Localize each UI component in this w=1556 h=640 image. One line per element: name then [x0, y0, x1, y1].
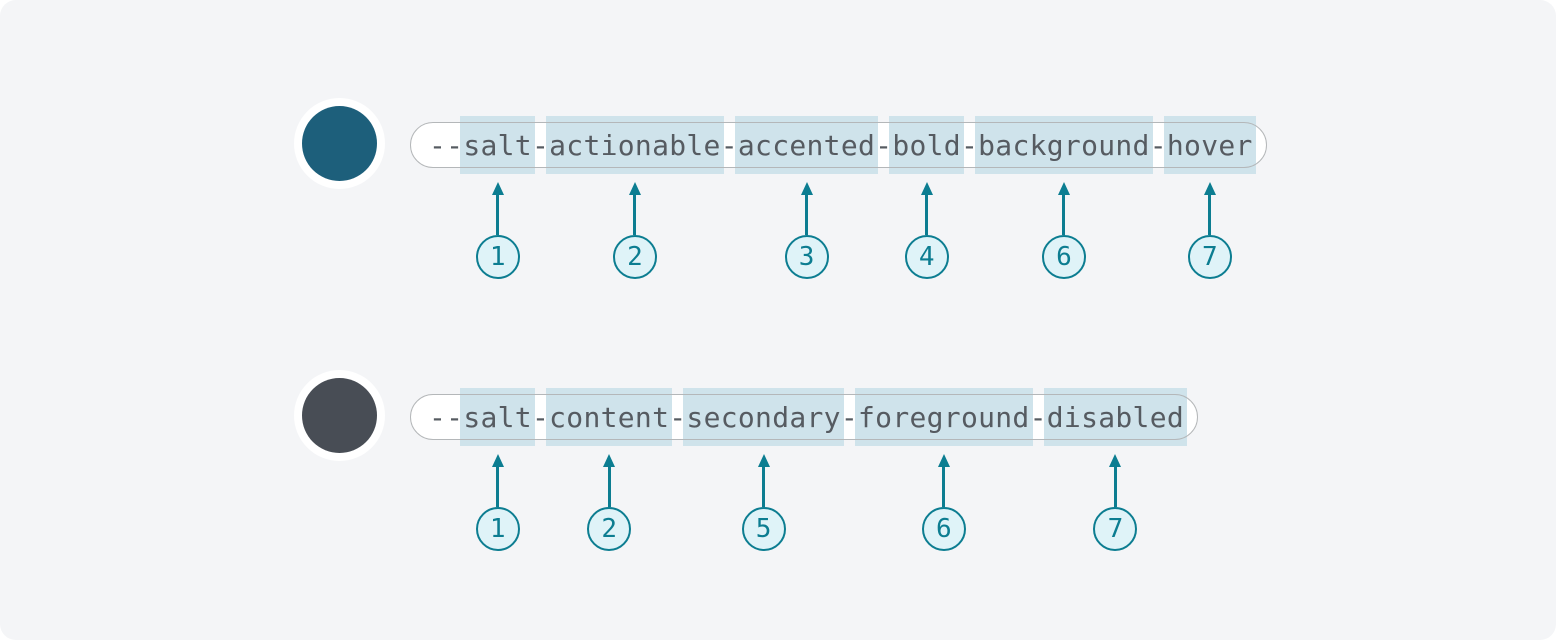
token-pill: --salt-content-secondary-foreground-disa… — [410, 388, 1199, 446]
token-separator: - — [531, 400, 550, 434]
token-segment: salt — [460, 116, 535, 174]
token-segment: content — [546, 388, 673, 446]
token-separator: - — [1029, 400, 1047, 434]
token-separator: - — [720, 128, 738, 162]
arrow-line — [607, 466, 611, 507]
token-separator: - — [531, 128, 550, 162]
token-segment: disabled — [1043, 388, 1188, 446]
number-badge: 4 — [904, 235, 949, 279]
annotation: 2 — [612, 182, 657, 279]
arrow-line — [805, 194, 809, 235]
number-badge: 2 — [587, 507, 632, 551]
number-badge: 1 — [475, 235, 520, 279]
annotation: 6 — [921, 454, 966, 551]
color-swatch-ring — [294, 98, 385, 189]
token-segment: foreground — [855, 388, 1033, 446]
color-swatch-ring — [294, 370, 385, 461]
arrow-up-icon — [1057, 182, 1070, 195]
arrow-line — [1062, 194, 1066, 235]
arrow-up-icon — [937, 454, 950, 467]
token-separator: - — [875, 128, 893, 162]
token-segment: salt — [460, 388, 535, 446]
token-segment: background — [975, 116, 1153, 174]
token-prefix: -- — [429, 400, 464, 434]
annotation: 7 — [1093, 454, 1138, 551]
number-badge: 6 — [921, 507, 966, 551]
color-swatch — [302, 106, 377, 181]
arrow-line — [1208, 194, 1212, 235]
annotation: 6 — [1041, 182, 1086, 279]
token-segment: accented — [734, 116, 879, 174]
arrow-up-icon — [491, 454, 504, 467]
arrow-up-icon — [800, 182, 813, 195]
annotation: 2 — [587, 454, 632, 551]
color-swatch — [302, 378, 377, 453]
token-row: --salt-content-secondary-foreground-disa… — [0, 370, 1556, 551]
number-badge: 1 — [475, 507, 520, 551]
token-pill: --salt-actionable-accented-bold-backgrou… — [410, 116, 1267, 174]
annotation: 1 — [475, 454, 520, 551]
arrow-up-icon — [1109, 454, 1122, 467]
number-badge: 7 — [1187, 235, 1232, 279]
number-badge: 5 — [741, 507, 786, 551]
number-badge: 2 — [612, 235, 657, 279]
arrow-up-icon — [628, 182, 641, 195]
annotation: 1 — [475, 182, 520, 279]
arrow-line — [925, 194, 929, 235]
arrow-line — [633, 194, 637, 235]
annotation: 5 — [741, 454, 786, 551]
arrow-line — [1113, 466, 1117, 507]
arrow-up-icon — [920, 182, 933, 195]
arrow-line — [942, 466, 946, 507]
token-rows: --salt-actionable-accented-bold-backgrou… — [0, 98, 1556, 551]
token-separator: - — [840, 400, 859, 434]
token-prefix: -- — [429, 128, 464, 162]
annotation: 4 — [904, 182, 949, 279]
arrow-up-icon — [1203, 182, 1216, 195]
number-badge: 6 — [1041, 235, 1086, 279]
token-segment: hover — [1163, 116, 1256, 174]
arrow-up-icon — [491, 182, 504, 195]
token-separator: - — [1149, 128, 1167, 162]
token-segment: secondary — [683, 388, 844, 446]
arrow-line — [496, 466, 500, 507]
number-badge: 7 — [1093, 507, 1138, 551]
token-separator: - — [960, 128, 979, 162]
token-separator: - — [669, 400, 687, 434]
arrow-line — [762, 466, 766, 507]
token-area: --salt-content-secondary-foreground-disa… — [410, 388, 1199, 551]
token-segment: bold — [889, 116, 964, 174]
arrow-line — [496, 194, 500, 235]
arrow-up-icon — [603, 454, 616, 467]
token-segment: actionable — [546, 116, 724, 174]
annotation: 3 — [784, 182, 829, 279]
token-area: --salt-actionable-accented-bold-backgrou… — [410, 116, 1267, 279]
token-row: --salt-actionable-accented-bold-backgrou… — [0, 98, 1556, 279]
arrow-up-icon — [757, 454, 770, 467]
number-badge: 3 — [784, 235, 829, 279]
annotation: 7 — [1187, 182, 1232, 279]
